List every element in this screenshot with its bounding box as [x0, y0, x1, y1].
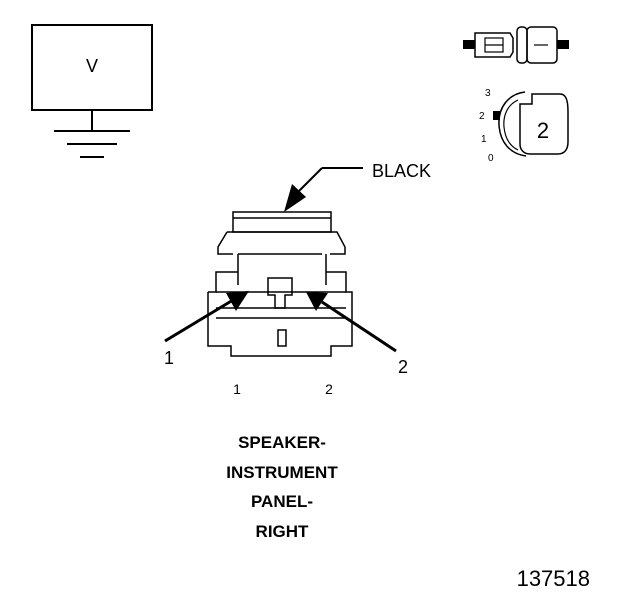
position-indicator: 3 2 1 0 2: [479, 88, 569, 164]
connector-caption: SPEAKER- INSTRUMENT PANEL- RIGHT: [226, 433, 338, 541]
connector-face: [207, 211, 353, 357]
pin-callout-1: 1: [164, 291, 249, 368]
voltmeter-symbol: V: [86, 56, 98, 76]
caption-line-4: RIGHT: [256, 522, 310, 541]
scale-label-1: 1: [481, 134, 487, 145]
scale-label-2: 2: [479, 111, 485, 122]
scale-label-3: 3: [485, 88, 491, 99]
connector-color-label: BLACK: [372, 161, 431, 181]
connector-pair-icon: [463, 26, 569, 64]
color-callout: BLACK: [284, 161, 431, 212]
pin-number-1: 1: [233, 381, 241, 397]
ground-symbol: [54, 130, 130, 158]
voltmeter: V: [31, 24, 153, 131]
selected-position-label: 2: [537, 118, 549, 143]
caption-line-2: INSTRUMENT: [226, 463, 338, 482]
pin-number-2: 2: [325, 381, 333, 397]
pin-callout-label-1: 1: [164, 348, 174, 368]
caption-line-3: PANEL-: [251, 492, 313, 511]
scale-label-0: 0: [488, 153, 494, 164]
pin-callout-2: 2: [306, 292, 408, 377]
caption-line-1: SPEAKER-: [238, 433, 326, 452]
pin-callout-label-2: 2: [398, 357, 408, 377]
figure-number: 137518: [517, 566, 590, 591]
